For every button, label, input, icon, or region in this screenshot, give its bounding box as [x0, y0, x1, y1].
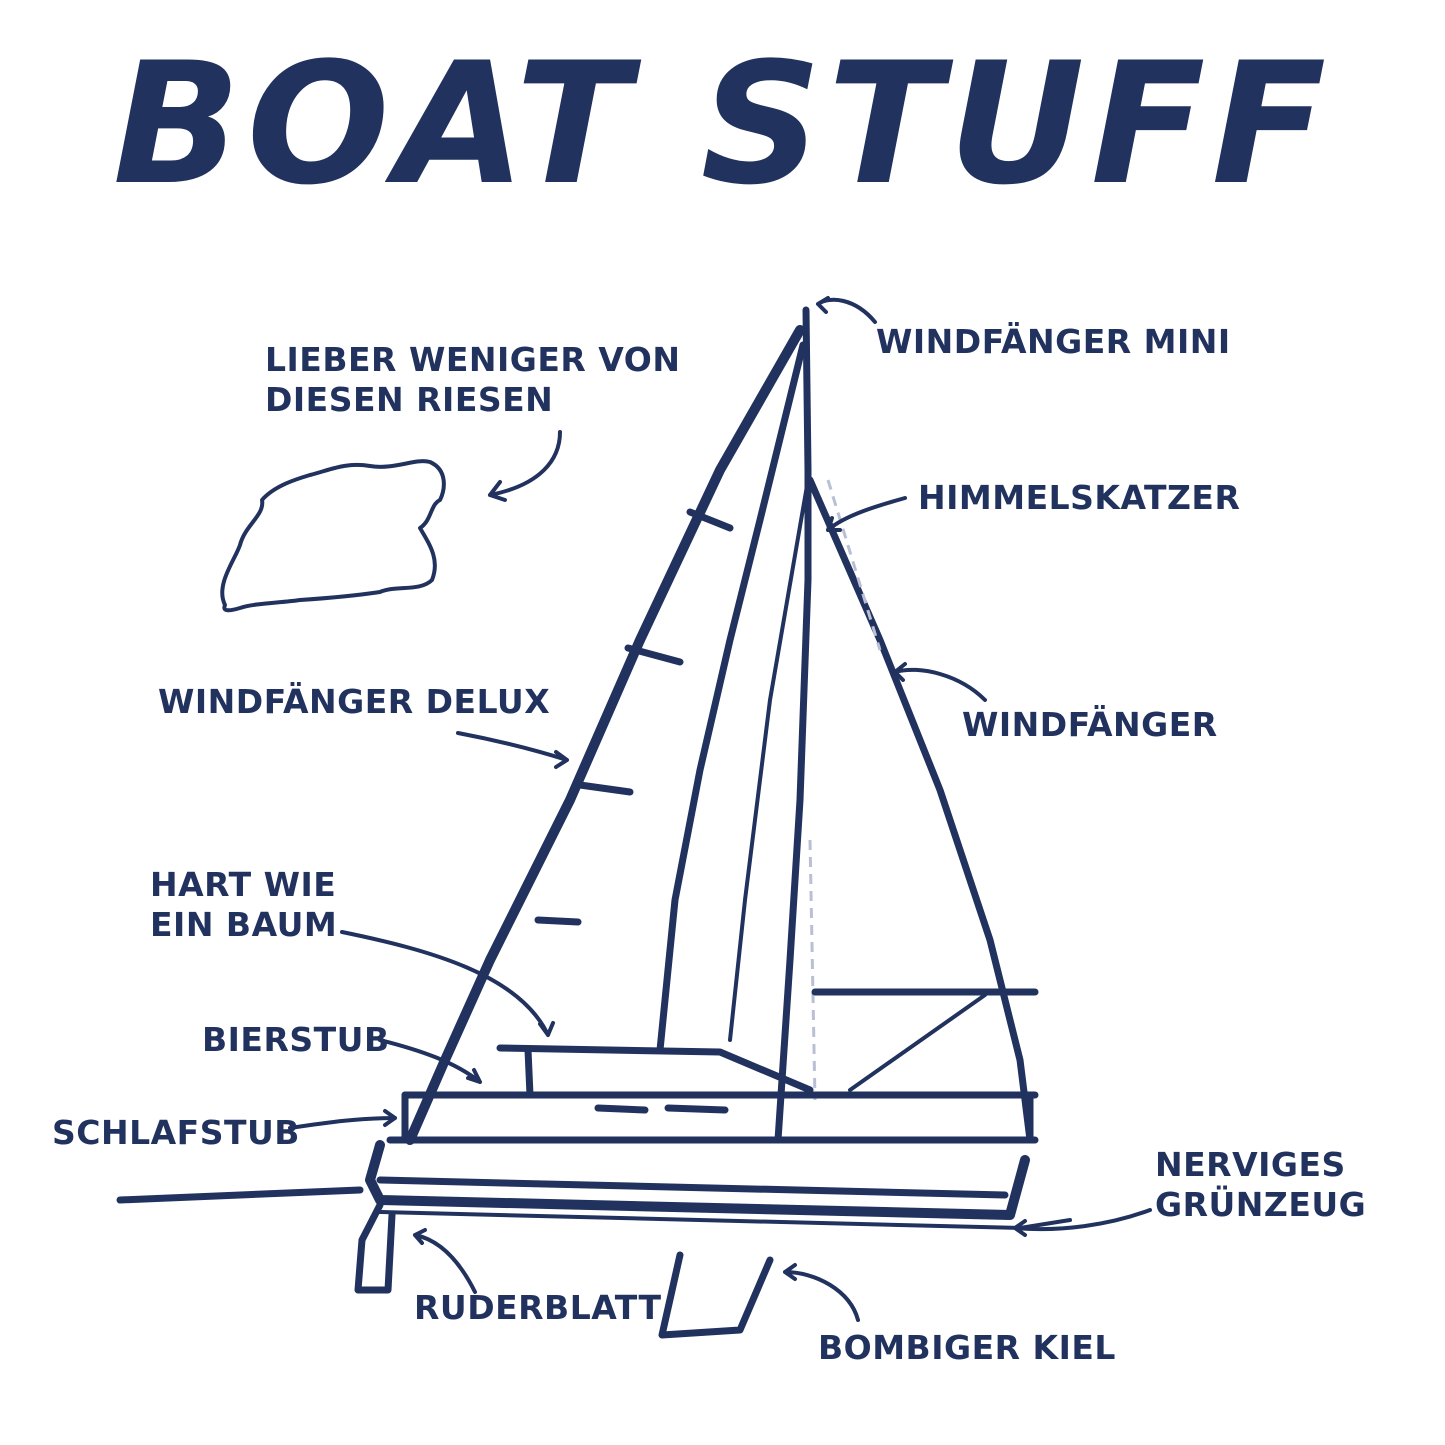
arrow-nerviges-gruenzeug: [1013, 1208, 1152, 1237]
label-nerviges-line2: GRÜNZEUG: [1155, 1184, 1367, 1224]
arrow-bierstub: [378, 1038, 482, 1084]
waterline: [116, 1186, 364, 1204]
arrow-wolke: [488, 430, 562, 502]
label-nerviges-line1: NERVIGES: [1155, 1145, 1346, 1184]
headsail-leech: [656, 341, 807, 1054]
arrow-windfaenger: [893, 662, 987, 702]
arrow-windfaenger-mini: [816, 296, 877, 324]
cabin-roof: [496, 1044, 814, 1094]
mainsail-leech: [728, 478, 810, 1042]
hull-stripe: [376, 1176, 1009, 1199]
label-nerviges-gruenzeug: NERVIGES GRÜNZEUG: [1155, 1145, 1366, 1224]
batten: [686, 508, 734, 532]
cloud-shape: [220, 459, 446, 613]
arrow-windfaenger-delux: [456, 731, 569, 769]
label-bombiger-kiel: BOMBIGER KIEL: [818, 1328, 1116, 1367]
label-wolke-line2: DIESEN RIESEN: [265, 379, 554, 419]
topping-lift: [826, 479, 882, 651]
arrow-schlafstub: [288, 1109, 397, 1130]
cabin-window: [664, 1104, 729, 1114]
label-hart-line1: HART WIE: [150, 865, 337, 904]
mast: [774, 306, 812, 1144]
label-wolke-line1: LIEBER WENIGER VON: [265, 340, 681, 379]
label-windfaenger-delux: WINDFÄNGER DELUX: [158, 682, 551, 721]
hull-body: [365, 1140, 1030, 1220]
label-bierstub: BIERSTUB: [202, 1020, 390, 1059]
batten: [624, 644, 684, 666]
label-windfaenger-mini: WINDFÄNGER MINI: [876, 322, 1231, 361]
label-schlafstub: SCHLAFSTUB: [52, 1113, 300, 1152]
arrow-hart-wie-ein-baum: [340, 930, 555, 1037]
label-ruderblatt: RUDERBLATT: [414, 1288, 662, 1327]
batten: [534, 916, 582, 926]
label-hart-line2: EIN BAUM: [150, 904, 338, 944]
label-hart-wie-ein-baum: HART WIE EIN BAUM: [150, 865, 337, 944]
label-wolke: LIEBER WENIGER VON DIESEN RIESEN: [265, 340, 680, 419]
cabin-window: [594, 1104, 649, 1114]
batten: [576, 781, 634, 796]
keel: [658, 1251, 774, 1339]
arrow-himmelskatzer: [826, 496, 907, 532]
arrow-bombiger-kiel: [783, 1263, 860, 1322]
rudder: [354, 1201, 396, 1294]
label-himmelskatzer: HIMMELSKATZER: [918, 478, 1241, 517]
diagram-title: BOAT STUFF: [112, 26, 1333, 222]
label-windfaenger: WINDFÄNGER: [962, 705, 1218, 744]
arrow-ruderblatt: [413, 1228, 477, 1294]
boom-vang: [848, 993, 987, 1092]
stay-faint: [808, 839, 817, 1101]
cabin-side: [524, 1046, 534, 1099]
